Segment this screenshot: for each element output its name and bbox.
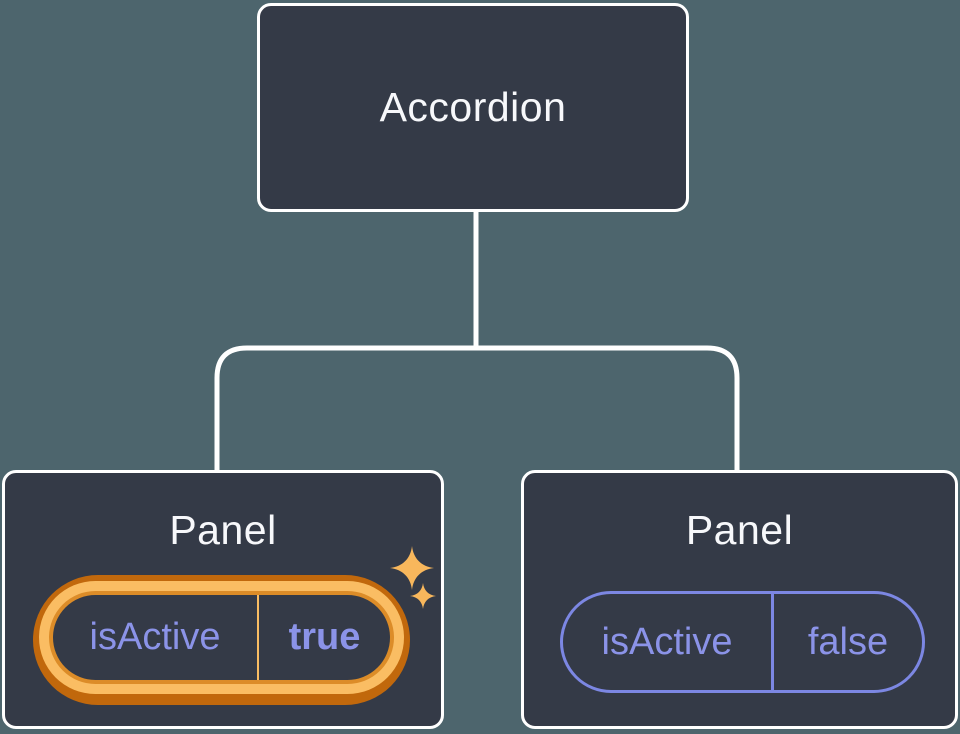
accordion-node: Accordion <box>257 3 689 212</box>
state-key-label: isActive <box>89 616 221 658</box>
sparkle-icon <box>390 546 434 590</box>
state-pill-active-highlight: isActive true <box>33 575 410 705</box>
panel-node-label: Panel <box>169 507 277 553</box>
panel-node-inactive: Panel isActive false <box>521 470 958 729</box>
state-pill-highlight-band: isActive true <box>39 581 404 694</box>
panel-node-active: Panel isActive true <box>2 470 444 729</box>
state-pill-divider <box>257 595 259 680</box>
state-value-label: false <box>807 620 889 663</box>
accordion-node-label: Accordion <box>379 84 567 130</box>
panel-node-label: Panel <box>685 507 794 553</box>
state-value-label: true <box>288 616 361 658</box>
sparkle-icon <box>410 583 436 609</box>
connector-branch <box>214 345 740 471</box>
state-key-label: isActive <box>601 620 733 663</box>
state-pill-active: isActive true <box>49 591 394 684</box>
state-pill-divider <box>771 594 774 690</box>
state-pill-inactive: isActive false <box>560 591 925 693</box>
